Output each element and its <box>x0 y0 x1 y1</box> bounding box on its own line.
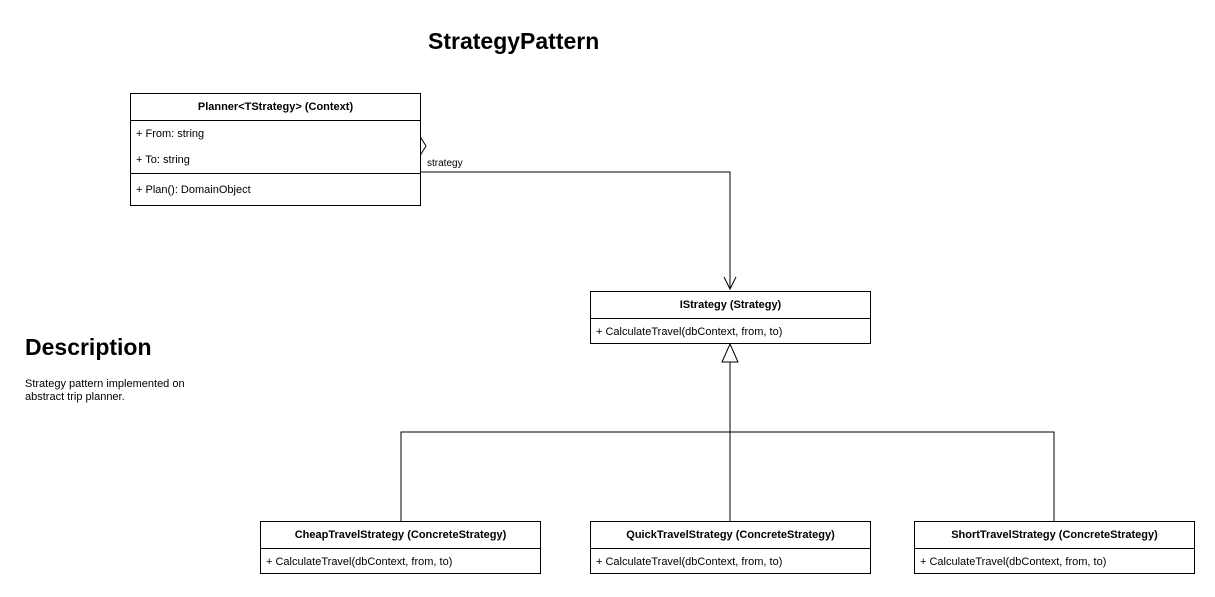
istrategy-class[interactable]: IStrategy (Strategy) + CalculateTravel(d… <box>590 291 871 344</box>
istrategy-method: + CalculateTravel(dbContext, from, to) <box>596 326 783 338</box>
diagram-title: StrategyPattern <box>428 28 600 54</box>
short-travel-strategy-name: ShortTravelStrategy (ConcreteStrategy) <box>915 522 1194 549</box>
quick-travel-strategy-name: QuickTravelStrategy (ConcreteStrategy) <box>591 522 870 549</box>
cheap-travel-strategy-method: + CalculateTravel(dbContext, from, to) <box>266 556 453 568</box>
generalization-triangle <box>721 342 739 363</box>
istrategy-class-name: IStrategy (Strategy) <box>591 292 870 319</box>
association-line <box>421 171 731 289</box>
description-text: Strategy pattern implemented on abstract… <box>25 378 185 403</box>
planner-attribute-from: + From: string <box>136 128 205 140</box>
description-heading: Description <box>25 334 152 360</box>
short-travel-strategy-method: + CalculateTravel(dbContext, from, to) <box>920 556 1107 568</box>
cheap-travel-strategy-class[interactable]: CheapTravelStrategy (ConcreteStrategy) +… <box>260 521 541 574</box>
cheap-travel-strategy-name: CheapTravelStrategy (ConcreteStrategy) <box>261 522 540 549</box>
association-arrowhead <box>723 276 737 291</box>
planner-method-plan: + Plan(): DomainObject <box>131 173 420 205</box>
planner-class[interactable]: Planner<TStrategy> (Context) + From: str… <box>130 93 421 206</box>
short-travel-strategy-class[interactable]: ShortTravelStrategy (ConcreteStrategy) +… <box>914 521 1195 574</box>
inheritance-branch <box>400 431 1055 521</box>
association-label: strategy <box>427 158 463 169</box>
planner-class-name: Planner<TStrategy> (Context) <box>131 94 420 121</box>
quick-travel-strategy-method: + CalculateTravel(dbContext, from, to) <box>596 556 783 568</box>
quick-travel-strategy-class[interactable]: QuickTravelStrategy (ConcreteStrategy) +… <box>590 521 871 574</box>
planner-attribute-to: + To: string <box>136 154 190 166</box>
